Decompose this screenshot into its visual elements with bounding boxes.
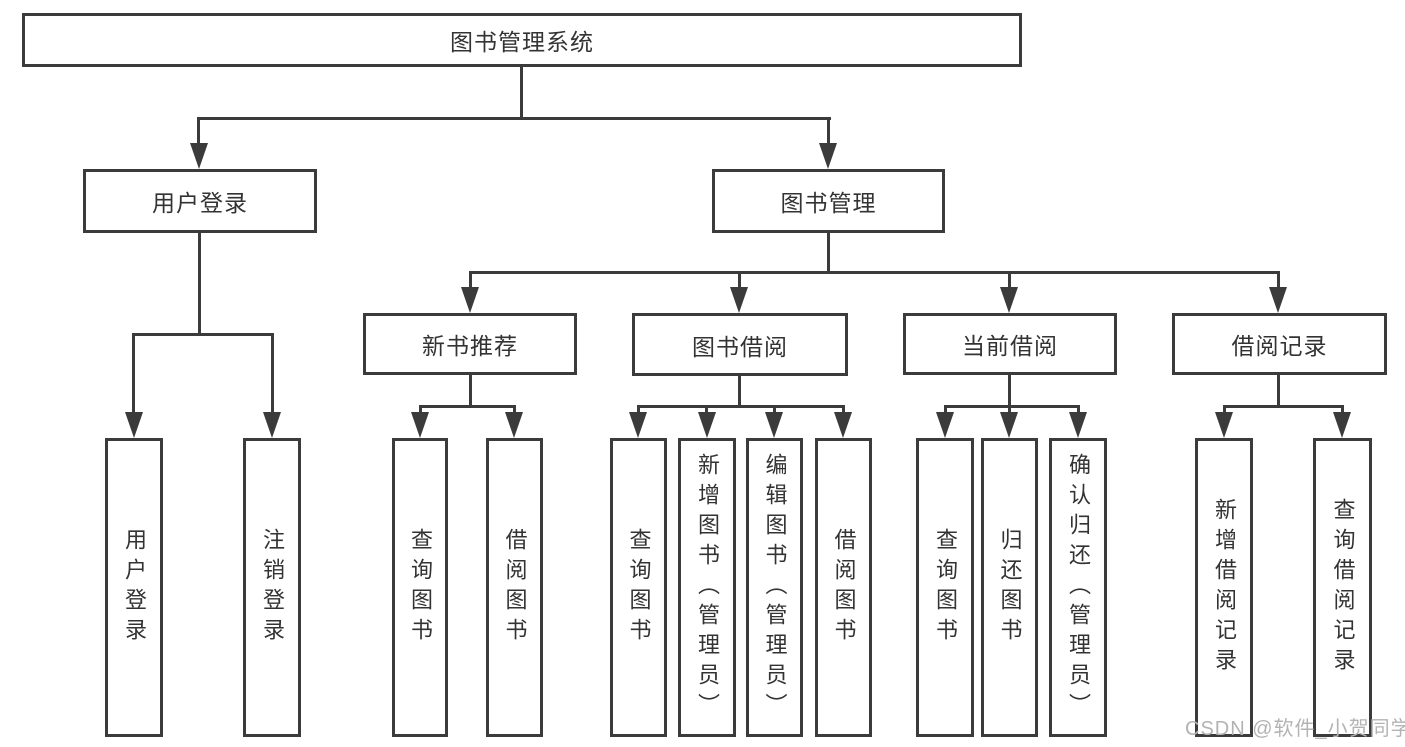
leaf-confirm-return-admin: 确认归还（管理员） (1049, 438, 1107, 737)
leaf-logout: 注销登录 (243, 438, 301, 737)
connector-line (1223, 405, 1344, 408)
leaf-add-book-admin-label: 新增图书（管理员） (695, 452, 720, 723)
arrowhead-icon (1000, 287, 1018, 313)
node-new-book-recommend-label: 新书推荐 (422, 333, 518, 359)
arrowhead-icon (190, 143, 208, 169)
connector-line (1223, 405, 1226, 415)
connector-line (1341, 405, 1344, 415)
connector-line (842, 405, 845, 415)
arrowhead-icon (125, 412, 143, 438)
node-root: 图书管理系统 (22, 13, 1022, 67)
arrowhead-icon (834, 412, 852, 438)
node-borrow-record: 借阅记录 (1172, 313, 1387, 375)
leaf-return-book: 归还图书 (981, 438, 1038, 737)
leaf-query-borrow-record-label: 查询借阅记录 (1330, 497, 1356, 678)
connector-line (1277, 271, 1280, 287)
node-user-login-label: 用户登录 (152, 190, 248, 216)
connector-line (1008, 271, 1011, 287)
leaf-borrow-book-label: 借阅图书 (831, 527, 857, 648)
node-current-borrow: 当前借阅 (903, 313, 1117, 375)
leaf-add-borrow-record: 新增借阅记录 (1195, 438, 1253, 737)
node-borrow-record-label: 借阅记录 (1231, 333, 1328, 359)
connector-line (520, 67, 523, 119)
arrowhead-icon (411, 412, 429, 438)
connector-line (469, 271, 472, 287)
node-root-label: 图书管理系统 (450, 29, 594, 55)
arrowhead-icon (765, 412, 783, 438)
leaf-edit-book-admin: 编辑图书（管理员） (746, 438, 803, 737)
connector-line (1008, 405, 1011, 415)
arrowhead-icon (1269, 287, 1287, 313)
connector-line (197, 117, 200, 145)
node-user-login: 用户登录 (83, 169, 317, 233)
node-book-management: 图书管理 (712, 169, 945, 233)
connector-line (1008, 375, 1011, 408)
leaf-user-login-label: 用户登录 (122, 527, 147, 648)
leaf-borrow-book: 借阅图书 (815, 438, 872, 737)
leaf-add-book-admin: 新增图书（管理员） (678, 438, 736, 737)
leaf-borrow-query-book-label: 查询图书 (626, 527, 652, 648)
connector-line (132, 333, 135, 413)
node-new-book-recommend: 新书推荐 (363, 313, 577, 375)
leaf-user-login: 用户登录 (105, 438, 163, 737)
connector-line (944, 405, 947, 415)
arrowhead-icon (936, 412, 954, 438)
connector-line (944, 405, 1080, 408)
arrowhead-icon (461, 287, 479, 313)
leaf-return-book-label: 归还图书 (997, 527, 1023, 648)
leaf-recommend-borrow-book-label: 借阅图书 (502, 527, 528, 648)
leaf-confirm-return-admin-label: 确认归还（管理员） (1066, 452, 1091, 723)
connector-line (469, 375, 472, 408)
connector-line (705, 405, 708, 415)
arrowhead-icon (730, 287, 748, 313)
connector-line (827, 117, 830, 145)
connector-line (637, 405, 640, 415)
node-book-borrow: 图书借阅 (632, 313, 848, 376)
leaf-logout-label: 注销登录 (260, 527, 285, 648)
connector-line (738, 376, 741, 408)
arrowhead-icon (1215, 412, 1233, 438)
leaf-query-borrow-record: 查询借阅记录 (1313, 438, 1372, 737)
connector-line (773, 405, 776, 415)
node-book-borrow-label: 图书借阅 (692, 333, 788, 360)
connector-line (513, 405, 516, 415)
leaf-add-borrow-record-label: 新增借阅记录 (1212, 497, 1237, 678)
leaf-current-query-book: 查询图书 (916, 438, 974, 737)
leaf-recommend-query-book: 查询图书 (392, 438, 448, 737)
connector-line (469, 271, 1280, 274)
leaf-current-query-book-label: 查询图书 (933, 527, 958, 648)
connector-line (827, 233, 830, 274)
connector-line (637, 405, 845, 408)
connector-line (1277, 375, 1280, 408)
leaf-recommend-query-book-label: 查询图书 (408, 527, 433, 648)
connector-line (419, 405, 516, 408)
connector-line (419, 405, 422, 415)
leaf-recommend-borrow-book: 借阅图书 (486, 438, 543, 737)
connector-line (271, 333, 274, 413)
csdn-watermark: CSDN @软件_小贺同学 (1185, 718, 1405, 740)
connector-line (197, 117, 831, 120)
arrowhead-icon (1000, 412, 1018, 438)
node-book-management-label: 图书管理 (780, 190, 877, 216)
node-current-borrow-label: 当前借阅 (962, 333, 1058, 359)
connector-line (738, 271, 741, 287)
arrowhead-icon (819, 143, 837, 169)
arrowhead-icon (1333, 412, 1351, 438)
arrowhead-icon (505, 412, 523, 438)
connector-line (1077, 405, 1080, 415)
connector-line (132, 333, 274, 336)
arrowhead-icon (1069, 412, 1087, 438)
arrowhead-icon (698, 412, 716, 438)
leaf-borrow-query-book: 查询图书 (610, 438, 667, 737)
arrowhead-icon (629, 412, 647, 438)
arrowhead-icon (263, 412, 281, 438)
leaf-edit-book-admin-label: 编辑图书（管理员） (762, 452, 788, 723)
connector-line (198, 233, 201, 336)
